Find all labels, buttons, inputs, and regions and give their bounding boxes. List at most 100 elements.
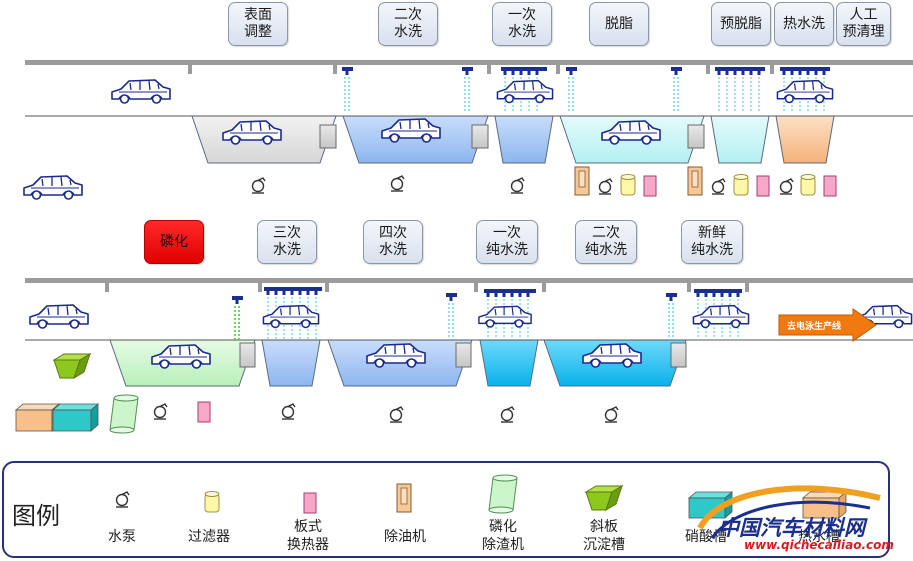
label-pre-degreasing: 预脱脂 bbox=[711, 2, 771, 46]
hx-body bbox=[643, 175, 657, 197]
car-body-icon bbox=[151, 344, 211, 369]
spray-nozzle bbox=[733, 71, 737, 75]
spray-nozzle bbox=[465, 71, 469, 75]
overflow-box bbox=[239, 342, 256, 368]
car-wheel bbox=[731, 319, 741, 329]
pump-icon bbox=[598, 178, 613, 195]
spray-nozzle bbox=[494, 293, 498, 297]
car-body-icon bbox=[692, 304, 750, 329]
label-hot-water-rinse: 热水洗 bbox=[774, 2, 834, 46]
spray-bank-header bbox=[264, 287, 322, 291]
spray-nozzle bbox=[822, 71, 826, 75]
car-pillars bbox=[240, 121, 271, 132]
inclined-plate-settler-icon bbox=[52, 352, 92, 380]
rail-hanger bbox=[487, 65, 491, 74]
rail-hanger bbox=[105, 283, 109, 292]
label-surface-conditioning: 表面 调整 bbox=[228, 2, 288, 46]
overflow-box bbox=[455, 342, 472, 368]
pump-body bbox=[389, 408, 403, 422]
phosphating-slag-remover-icon bbox=[109, 394, 139, 434]
spray-header bbox=[342, 67, 353, 71]
hx-body bbox=[756, 175, 770, 197]
rail-hanger bbox=[706, 65, 710, 74]
spray-nozzle bbox=[806, 71, 810, 75]
overflow-box bbox=[471, 124, 489, 149]
car-wheel bbox=[159, 359, 170, 369]
spray-nozzle bbox=[486, 293, 490, 297]
car-pillars bbox=[47, 305, 78, 316]
pump-body bbox=[153, 405, 167, 419]
watermark-title: 中国汽车材料网 bbox=[718, 516, 865, 540]
tank-hot-water-rinse bbox=[775, 115, 835, 164]
car-pillars bbox=[494, 307, 522, 316]
spray-nozzle bbox=[790, 71, 794, 75]
car-bodies-layer bbox=[23, 79, 913, 369]
car-pillars bbox=[169, 345, 200, 356]
car-wheel bbox=[590, 358, 601, 368]
spray-nozzle bbox=[345, 71, 349, 75]
spray-nozzle bbox=[720, 293, 724, 297]
rail-hanger bbox=[556, 65, 560, 74]
oil-remover-icon bbox=[574, 166, 590, 196]
car-pillars bbox=[384, 344, 415, 355]
spray-nozzle bbox=[757, 71, 761, 75]
car-wheel bbox=[700, 319, 710, 329]
label-first-di-rinse: 一次 纯水洗 bbox=[476, 220, 538, 264]
rail-hanger bbox=[745, 283, 749, 292]
label-third-rinse: 三次 水洗 bbox=[257, 220, 317, 264]
legend-label-pump: 水泵 bbox=[108, 529, 136, 545]
filter-cap bbox=[733, 174, 749, 180]
label-second-di-rinse: 二次 纯水洗 bbox=[575, 220, 637, 264]
legend-label-plate-heat-exchanger: 板式 换热器 bbox=[287, 519, 329, 553]
conveyor-rail bbox=[25, 60, 913, 65]
car-body-icon bbox=[381, 118, 441, 143]
pump-body bbox=[598, 180, 612, 194]
spray-bank-header bbox=[715, 67, 765, 71]
spray-nozzle bbox=[526, 293, 530, 297]
pump-body bbox=[251, 179, 265, 193]
pump-outlet bbox=[610, 406, 619, 411]
car-pillars bbox=[41, 176, 72, 187]
rail-hanger bbox=[687, 283, 691, 292]
car-body-icon bbox=[601, 120, 661, 145]
label-manual-pre-clean: 人工 预清理 bbox=[836, 2, 891, 46]
pump-outlet bbox=[604, 178, 613, 183]
pump-outlet bbox=[287, 403, 296, 408]
car-pillars bbox=[600, 344, 631, 355]
pump-icon bbox=[389, 406, 404, 423]
pump-body bbox=[500, 408, 514, 422]
legend-title: 图例 bbox=[12, 502, 60, 530]
slag-bottom bbox=[109, 426, 135, 434]
spray-nozzle bbox=[741, 71, 745, 75]
car-wheel bbox=[151, 94, 162, 104]
spray-bank-header bbox=[501, 67, 547, 71]
car-wheel bbox=[270, 319, 280, 329]
tank-third-rinse bbox=[261, 339, 321, 387]
spray-header bbox=[666, 293, 677, 297]
spray-nozzle bbox=[798, 71, 802, 75]
pump-outlet bbox=[257, 177, 266, 182]
tank-first-di-rinse bbox=[479, 339, 539, 387]
car-body-icon bbox=[496, 79, 554, 104]
car-wheel bbox=[485, 319, 495, 328]
acid-tank-icon bbox=[51, 403, 100, 432]
settler-side bbox=[73, 352, 91, 380]
label-phosphating: 磷化 bbox=[144, 220, 204, 264]
spray-nozzle bbox=[519, 71, 523, 75]
car-wheel bbox=[301, 319, 311, 329]
car-pillars bbox=[872, 306, 902, 316]
hx-body bbox=[197, 401, 211, 423]
pump-outlet bbox=[159, 403, 168, 408]
arrow-label: 去电泳生产线 bbox=[787, 320, 841, 332]
spray-header bbox=[462, 67, 473, 71]
spray-nozzle bbox=[569, 71, 573, 75]
pump-outlet bbox=[785, 178, 794, 183]
pump-icon bbox=[153, 403, 168, 420]
legend-label-oil-remover: 除油机 bbox=[384, 529, 426, 545]
spray-nozzle bbox=[717, 71, 721, 75]
overflow-box bbox=[319, 124, 337, 149]
spray-header bbox=[671, 67, 682, 71]
spray-nozzle bbox=[749, 71, 753, 75]
plate-heat-exchanger-icon bbox=[643, 175, 657, 197]
